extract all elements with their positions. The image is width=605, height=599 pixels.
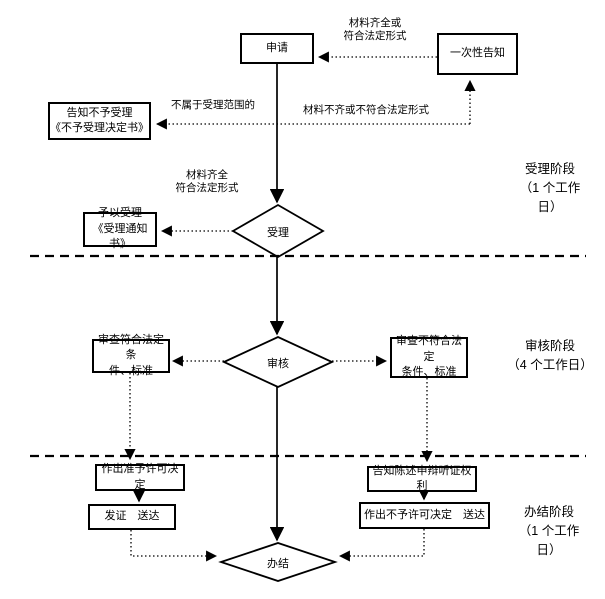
edge-deny-to-finish <box>338 529 425 562</box>
accept-diamond <box>231 203 325 259</box>
finish-diamond-label: 办结 <box>267 558 289 570</box>
review-pass-box: 审查符合法定条 件、标准 <box>92 334 170 377</box>
review-fail-box: 审查不符合法定 条件、标准 <box>390 335 468 378</box>
deny-permit-box: 作出不予许可决定 送达 <box>359 502 490 529</box>
stage-label-review: 审核阶段 （4 个工作日） <box>507 339 593 372</box>
stage-label-accept: 受理阶段 （1 个工作 日） <box>519 162 581 214</box>
edge-issue-to-finish <box>130 530 218 562</box>
grant-acceptance-box: 予以受理 《受理通知书》 <box>83 207 157 250</box>
edge-label-out-of-scope: 不属于受理范围的 <box>171 99 255 111</box>
review-diamond-label: 审核 <box>267 358 289 370</box>
review-diamond <box>221 336 335 388</box>
edge-label-materials-incomplete: 材料不齐或不符合法定形式 <box>303 104 429 116</box>
one-time-notice-box: 一次性告知 <box>437 33 518 75</box>
apply-box: 申请 <box>240 33 314 64</box>
notify-rights-box: 告知陈述申辩听证权利 <box>367 465 477 492</box>
accept-diamond-label: 受理 <box>267 227 289 239</box>
edge-label-materials-ok-mid: 材料齐全 符合法定形式 <box>175 169 239 195</box>
edge-label-materials-ok-top: 材料齐全或 符合法定形式 <box>343 17 407 43</box>
stage-label-finish: 办结阶段 （1 个工作 日） <box>518 505 580 557</box>
issue-deliver-box: 发证 送达 <box>88 504 176 530</box>
grant-permit-box: 作出准予许可决定 <box>95 463 185 491</box>
notify-rejection-box: 告知不予受理 《不予受理决定书》 <box>48 102 151 140</box>
finish-diamond <box>218 542 338 582</box>
